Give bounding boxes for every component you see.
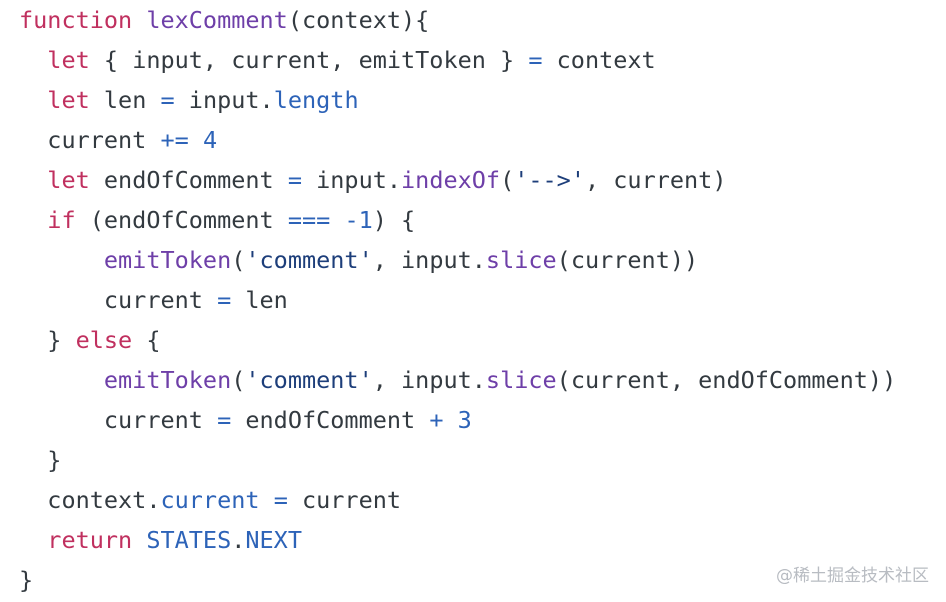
- code-token-plain: .: [231, 526, 246, 554]
- code-token-function: emitToken: [103, 246, 232, 274]
- code-line: return STATES.NEXT: [19, 520, 896, 560]
- code-token-plain: [19, 206, 47, 234]
- code-token-plain: (endOfComment: [75, 206, 288, 234]
- code-token-plain: [443, 406, 457, 434]
- code-token-plain: [19, 86, 47, 114]
- code-token-constant: STATES: [146, 526, 232, 554]
- code-token-constant: NEXT: [245, 526, 302, 554]
- code-line: let { input, current, emitToken } = cont…: [19, 40, 896, 80]
- watermark: @稀土掘金技术社区: [776, 566, 929, 586]
- code-token-plain: (context){: [287, 6, 430, 34]
- code-token-number: -1: [344, 206, 373, 234]
- code-token-function: slice: [485, 246, 557, 274]
- code-token-plain: context: [542, 46, 656, 74]
- code-token-plain: [132, 6, 146, 34]
- code-line: current = endOfComment + 3: [19, 400, 896, 440]
- code-token-function: lexComment: [146, 6, 288, 34]
- code-line: current += 4: [19, 120, 896, 160]
- code-token-plain: [132, 526, 146, 554]
- code-block: function lexComment(context){ let { inpu…: [19, 0, 896, 600]
- code-token-plain: context.: [19, 486, 161, 514]
- code-token-keyword: return: [47, 526, 133, 554]
- code-token-keyword: let: [47, 86, 90, 114]
- code-token-function: slice: [485, 366, 557, 394]
- code-line: function lexComment(context){: [19, 0, 896, 40]
- code-token-plain: [19, 246, 104, 274]
- code-token-property: length: [273, 86, 359, 114]
- code-token-plain: current: [287, 486, 402, 514]
- code-token-operator: =: [217, 286, 232, 314]
- code-token-plain: input.: [301, 166, 402, 194]
- code-token-plain: (current, endOfComment)): [556, 366, 897, 394]
- code-token-plain: {: [132, 326, 161, 354]
- code-token-property: current: [160, 486, 260, 514]
- code-token-plain: , input.: [372, 366, 486, 394]
- code-token-plain: (: [231, 246, 246, 274]
- code-token-keyword: else: [75, 326, 133, 354]
- code-token-plain: [19, 46, 47, 74]
- code-token-operator: =: [528, 46, 543, 74]
- code-token-function: emitToken: [103, 366, 232, 394]
- code-line: let len = input.length: [19, 80, 896, 120]
- code-token-plain: (: [231, 366, 246, 394]
- code-token-plain: , current): [584, 166, 727, 194]
- code-token-string: 'comment': [245, 246, 373, 274]
- code-token-plain: [19, 526, 47, 554]
- code-token-keyword: let: [47, 46, 90, 74]
- code-token-plain: (current)): [556, 246, 699, 274]
- code-line: context.current = current: [19, 480, 896, 520]
- code-token-plain: endOfComment: [89, 166, 288, 194]
- code-line: }: [19, 560, 896, 600]
- code-token-plain: [19, 366, 104, 394]
- code-token-number: 4: [202, 126, 218, 154]
- code-token-operator: =: [287, 166, 302, 194]
- code-token-plain: current: [19, 286, 218, 314]
- code-token-keyword: let: [47, 166, 90, 194]
- code-line: current = len: [19, 280, 896, 320]
- code-token-operator: =: [217, 406, 232, 434]
- code-token-plain: current: [19, 406, 218, 434]
- code-token-plain: input.: [174, 86, 274, 114]
- code-token-operator: +: [429, 406, 444, 434]
- code-token-plain: len: [89, 86, 161, 114]
- code-token-plain: }: [19, 566, 34, 594]
- code-line: emitToken('comment', input.slice(current…: [19, 360, 896, 400]
- code-token-operator: =: [273, 486, 288, 514]
- code-token-plain: (: [500, 166, 515, 194]
- code-token-plain: { input, current, emitToken }: [89, 46, 529, 74]
- code-line: if (endOfComment === -1) {: [19, 200, 896, 240]
- code-token-function: indexOf: [401, 166, 501, 194]
- code-token-number: 3: [457, 406, 472, 434]
- code-token-operator: +=: [160, 126, 189, 154]
- code-token-plain: current: [19, 126, 161, 154]
- code-line: }: [19, 440, 896, 480]
- code-line: let endOfComment = input.indexOf('-->', …: [19, 160, 896, 200]
- code-token-plain: [189, 126, 203, 154]
- code-token-plain: }: [19, 326, 76, 354]
- code-token-plain: ) {: [372, 206, 416, 234]
- code-token-plain: [330, 206, 344, 234]
- code-token-plain: }: [19, 446, 62, 474]
- code-token-keyword: if: [47, 206, 76, 234]
- code-line: emitToken('comment', input.slice(current…: [19, 240, 896, 280]
- code-token-plain: [260, 486, 274, 514]
- code-token-keyword: function: [19, 6, 133, 34]
- code-line: } else {: [19, 320, 896, 360]
- code-token-operator: ===: [287, 206, 331, 234]
- code-token-plain: , input.: [372, 246, 486, 274]
- code-token-plain: len: [231, 286, 288, 314]
- code-token-plain: [19, 166, 47, 194]
- code-token-plain: endOfComment: [231, 406, 430, 434]
- code-token-operator: =: [160, 86, 175, 114]
- code-token-string: '-->': [514, 166, 585, 194]
- code-token-string: 'comment': [245, 366, 373, 394]
